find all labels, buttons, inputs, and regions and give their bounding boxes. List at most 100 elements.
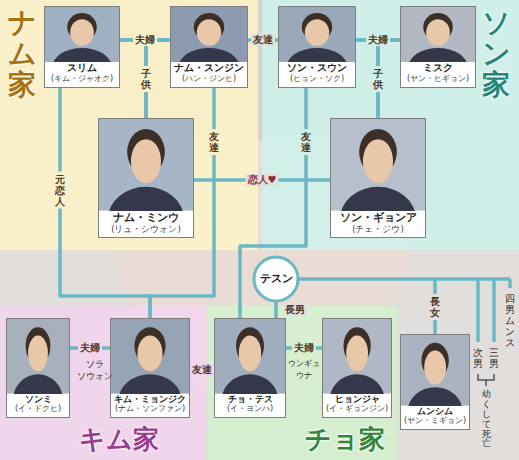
portrait-photo (111, 319, 189, 394)
edge-label-holder: 子供 (373, 66, 383, 92)
relation-label: 夫婦 (78, 342, 102, 354)
edge-label-holder: 元恋人 (55, 172, 65, 209)
person-name: ソンミ (25, 394, 52, 405)
portrait-shape (426, 19, 450, 46)
relation-label: 元恋人 (55, 172, 65, 209)
note-holder: 三男 (489, 347, 499, 369)
edge-label-holder: 恋人♥ (246, 174, 279, 186)
portrait-shape (138, 335, 163, 371)
child-name: ウナ (296, 371, 312, 381)
sibling-line (435, 277, 510, 281)
person-name: スリム (67, 62, 97, 74)
family-name: ナム家 (8, 8, 36, 100)
portrait-shape (108, 187, 183, 211)
portrait-photo (279, 7, 355, 62)
actor-name: (キム・ジャオク) (51, 74, 113, 84)
person-card: ナム・ミンウ(リュ・シウォン) (98, 118, 194, 238)
sibling-line (508, 279, 512, 288)
actor-name: (ナム・ソンファン) (115, 404, 185, 414)
person-card: スリム(キム・ジャオク) (44, 6, 120, 88)
portrait-shape (340, 187, 415, 211)
sibling-note: 幼くして死亡 (482, 390, 491, 449)
edge-label-holder: 友達 (251, 34, 275, 46)
person-card: ナム・スンジン(ハン・ジンヒ) (170, 6, 248, 88)
relation-label: 夫婦 (366, 34, 390, 46)
actor-name: (イ・ドクヒ) (15, 404, 61, 414)
actor-name: (リュ・シウォン) (111, 224, 181, 234)
relation-label: 友達 (190, 364, 214, 376)
relation-label: 子供 (141, 66, 151, 92)
sibling-line (476, 279, 480, 342)
edge-label-holder: 友達 (209, 129, 219, 155)
actor-name: (ヒョン・ソク) (290, 74, 344, 84)
portrait-shape (119, 374, 181, 393)
person-name: テスン (260, 272, 293, 285)
actor-name: (イ・ヨンハ) (227, 404, 273, 414)
actor-name: (ハン・ジンヒ) (182, 74, 236, 84)
note-holder: ウナ (296, 371, 312, 381)
family-band: チョ・テス(イ・ヨンハ)ヒョンジャ(イ・ギョンジン)チョ家 (207, 306, 397, 460)
actor-name: (ヤン・ヒギョン) (407, 74, 469, 84)
person-name: ソン・ギョンア (340, 211, 417, 224)
portrait-photo (99, 119, 193, 211)
relation-label: 恋人♥ (246, 174, 279, 186)
portrait-shape (424, 351, 446, 385)
relation-label: 長女 (430, 294, 440, 320)
sibling-note: 次男 (473, 347, 483, 369)
person-card: ミスク(ヤン・ヒギョン) (400, 6, 476, 88)
actor-name: (イ・ギョンジン) (326, 404, 388, 414)
portrait-shape (408, 48, 467, 62)
portrait-photo (401, 335, 469, 406)
portrait-shape (363, 139, 393, 183)
portrait-shape (197, 19, 221, 46)
edge-label-holder: 夫婦 (292, 342, 316, 354)
family-name: キム家 (16, 424, 221, 455)
person-name: ソン・スウン (287, 62, 347, 74)
relation-label: 友達 (251, 34, 275, 46)
portrait-shape (179, 48, 240, 62)
portrait-shape (52, 48, 111, 62)
edge-label-holder: 長女 (430, 294, 440, 320)
family-band: ソン・スウン(ヒョン・ソク)ミスク(ヤン・ヒギョン)ソン・ギョンア(チェ・ジウ)… (262, 0, 519, 250)
child-name: ソラ (86, 359, 104, 369)
family-region (262, 0, 519, 250)
person-name: ムンシム (417, 406, 453, 417)
edge-label-holder: 夫婦 (366, 34, 390, 46)
portrait-shape (13, 374, 63, 393)
note-holder: ソラ (86, 359, 104, 369)
bracket-line (485, 380, 487, 386)
person-name: ナム・スンジン (174, 62, 244, 74)
edge-label-holder: 友達 (301, 129, 311, 155)
sibling-note: 四男 ムンス (505, 293, 515, 348)
note-holder: 四男 ムンス (505, 293, 515, 348)
person-card: キム・ミョンジク(ナム・ソンファン) (110, 318, 190, 418)
sibling-lines (435, 279, 510, 342)
portrait-shape (305, 19, 329, 46)
edge-label-holder: 長男 (283, 304, 307, 316)
edge-label-holder: 子供 (141, 66, 151, 92)
portrait-shape (346, 335, 368, 371)
person-name: キム・ミョンジク (114, 394, 186, 405)
person-card: ヒョンジャ(イ・ギョンジン) (322, 318, 392, 418)
person-card: ソンミ(イ・ドクヒ) (6, 318, 70, 418)
note-holder: 次男 (473, 347, 483, 369)
portrait-shape (131, 139, 161, 183)
actor-name: (ヤン・ミギョン) (404, 416, 466, 426)
portrait-shape (70, 19, 94, 46)
family-band: スリム(キム・ジャオク) ナム・スンジン(ハン・ジンヒ) ナム・ミンウ(リュ・シウォ… (0, 0, 258, 250)
portrait-photo (401, 7, 475, 62)
circle-shape (254, 257, 298, 301)
portrait-photo (331, 119, 425, 211)
edge-label-holder: 友達 (190, 364, 214, 376)
person-name: ヒョンジャ (335, 394, 380, 405)
sibling-line (492, 279, 496, 342)
family-band: ソンミ(イ・ドクヒ)キム・ミョンジク(ナム・ソンファン)キム家 (0, 306, 205, 460)
note-holder: ソウォン (77, 371, 113, 381)
person-card: ムンシム(ヤン・ミギョン) (400, 334, 470, 430)
child-name: ソウォン (77, 371, 113, 381)
bracket-line (478, 374, 494, 380)
relation-line (274, 302, 278, 318)
relation-label: 長男 (283, 304, 307, 316)
